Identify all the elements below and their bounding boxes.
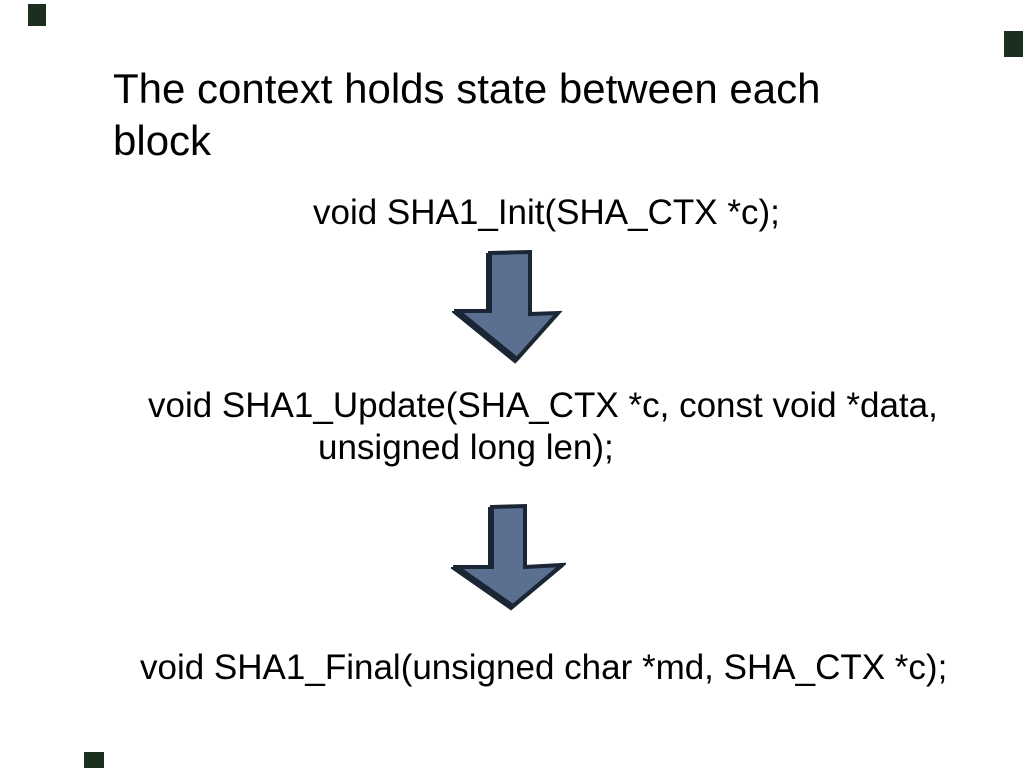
code-line-sha1-final: void SHA1_Final(unsigned char *md, SHA_C… [140, 648, 948, 687]
title-line-1: The context holds state between each [113, 65, 821, 112]
down-arrow-icon [453, 503, 566, 609]
page-title: The context holds state between each blo… [113, 63, 820, 167]
code-line-sha1-update-1: void SHA1_Update(SHA_CTX *c, const void … [148, 386, 938, 425]
title-line-2: block [113, 117, 212, 164]
corner-mark-top-left [28, 4, 46, 26]
code-line-sha1-init: void SHA1_Init(SHA_CTX *c); [313, 193, 780, 232]
corner-mark-bottom-left [84, 752, 104, 768]
down-arrow-shape [454, 249, 563, 362]
down-arrow-shape [453, 503, 566, 609]
corner-mark-top-right [1004, 31, 1023, 57]
down-arrow-icon [454, 249, 563, 362]
code-line-sha1-update-2: unsigned long len); [318, 428, 614, 467]
